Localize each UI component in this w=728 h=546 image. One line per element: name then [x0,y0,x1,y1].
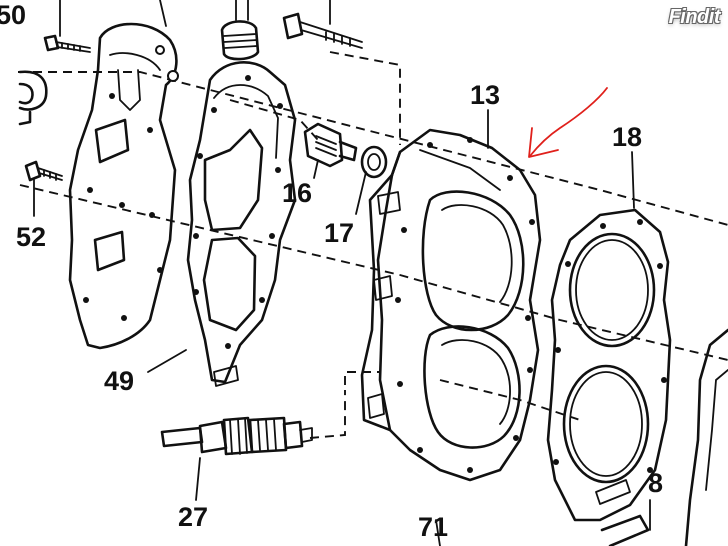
callout-50: 50 [0,0,26,30]
part-27-spark-plug [160,416,313,501]
callout-8: 8 [648,468,663,498]
part-49-gasket [186,61,297,387]
part-8-dowel [600,499,651,546]
part-17-washer [360,145,388,179]
callout-71: 71 [418,512,448,542]
part-49-cover-plate [68,22,179,350]
part-13-cylinder-head [360,128,542,482]
callout-27: 27 [178,502,208,532]
callout-49: 49 [104,366,134,396]
callout-18: 18 [612,122,642,152]
callout-13: 13 [470,80,500,110]
part-52-bolt [24,160,63,182]
bolt-top-left [43,0,91,53]
part-16-fitting [303,122,358,168]
right-edge-partial-part [684,328,728,546]
red-arrow-annotation [528,87,608,158]
callout-16: 16 [282,178,312,208]
callout-17: 17 [324,218,354,248]
long-bolt-top [282,0,363,49]
leader-lines [33,0,635,546]
part-50-clamp [18,70,48,126]
findit-watermark-logo: Findit [668,6,721,28]
callout-52: 52 [16,222,46,252]
part-18-head-gasket [546,208,672,522]
spring-cap-top [220,0,260,61]
